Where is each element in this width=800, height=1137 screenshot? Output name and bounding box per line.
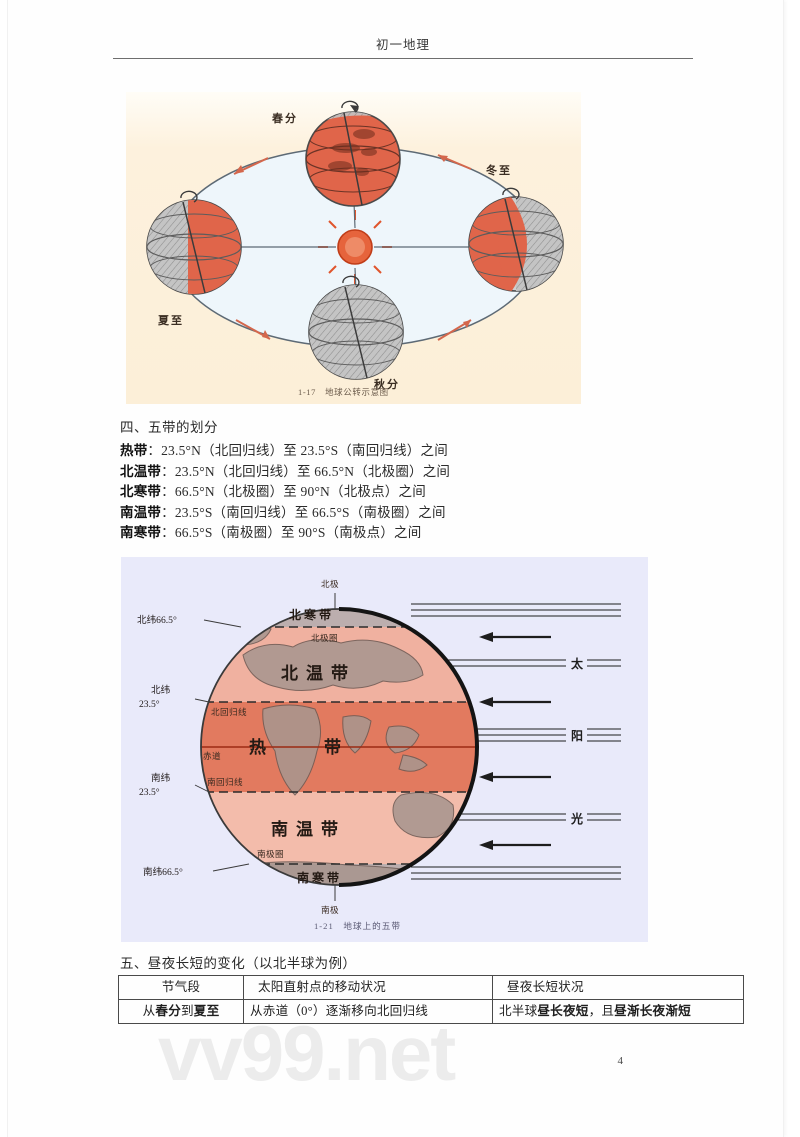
label-north-pole: 北极: [321, 578, 339, 589]
cell-period-bold-b: 夏至: [193, 1004, 220, 1018]
zone-row-south-temperate: 南温带：23.5°S（南回归线）至 66.5°S（南极圈）之间: [120, 504, 446, 520]
latitude-south-23-5-value: 23.5°: [139, 787, 160, 798]
label-winter-solstice: 冬至: [486, 163, 512, 177]
cell-dn-bold-a: 昼长夜短: [537, 1004, 589, 1018]
zone-row-north-temperate: 北温带：23.5°N（北回归线）至 66.5°N（北极圈）之间: [120, 463, 451, 479]
table-header-sun-movement: 太阳直射点的移动状况: [243, 975, 493, 1000]
globe-summer-solstice: 夏至: [146, 190, 242, 327]
label-arctic-circle: 北极圈: [311, 632, 338, 643]
zone-name-south-frigid: 南寒带: [120, 525, 162, 540]
figure1-caption-number: 1-17 地球公转示意图: [298, 387, 389, 397]
sunlight-char-guang: 光: [570, 811, 583, 826]
section-four-heading: 四、五带的划分: [120, 420, 218, 435]
zone-desc-south-temperate: 23.5°S（南回归线）至 66.5°S（南极圈）之间: [174, 504, 446, 520]
cell-period-prefix: 从: [142, 1004, 156, 1018]
globe-winter-solstice: 冬至: [468, 163, 564, 292]
zone-row-north-frigid: 北寒带：66.5°N（北极圈）至 90°N（北极点）之间: [120, 484, 426, 499]
zone-name-north-temperate: 北温带: [120, 463, 162, 479]
figure2-caption: 1-21 地球上的五带: [314, 920, 401, 931]
cell-period-mid: 到: [181, 1004, 194, 1018]
zone-label-south-temperate: 南温带: [271, 819, 346, 839]
running-head-title: 初一地理: [375, 38, 430, 52]
zone-name-north-frigid: 北寒带: [120, 484, 162, 499]
table-row: 从春分到夏至 从赤道（0°）逐渐移向北回归线 北半球昼长夜短，且昼渐长夜渐短: [118, 999, 744, 1024]
latitude-north-23-5-value: 23.5°: [139, 699, 160, 710]
cell-sun-movement: 从赤道（0°）逐渐移向北回归线: [243, 999, 493, 1024]
sunlight-rays: [411, 603, 621, 880]
label-antarctic-circle: 南极圈: [257, 848, 284, 859]
zone-desc-north-temperate: 23.5°N（北回归线）至 66.5°N（北极圈）之间: [174, 463, 451, 479]
section-five-heading: 五、昼夜长短的变化（以北半球为例）: [120, 956, 357, 971]
cell-period-bold-a: 春分: [155, 1004, 181, 1018]
sunlight-char-tai: 太: [571, 656, 584, 671]
label-tropic-of-capricorn: 南回归线: [207, 776, 243, 787]
sunlight-char-yang: 阳: [571, 728, 583, 743]
page-number: 4: [617, 1055, 624, 1067]
header-divider: [113, 58, 693, 59]
page-header: 初一地理: [113, 34, 693, 59]
zone-desc-south-frigid: 66.5°S（南极圈）至 90°S（南极点）之间: [174, 525, 422, 540]
continents: [215, 625, 455, 885]
zone-label-north-frigid: 北寒带: [289, 607, 334, 622]
document-page: 初一地理: [8, 0, 783, 1137]
label-autumn-equinox: 秋分: [374, 377, 400, 391]
zone-row-south-frigid: 南寒带：66.5°S（南极圈）至 90°S（南极点）之间: [120, 525, 422, 540]
latitude-south-66-5: 南纬66.5°: [143, 866, 183, 878]
orbit-direction-arrows: [233, 154, 472, 341]
zone-name-south-temperate: 南温带: [120, 504, 162, 520]
label-spring-equinox: 春分: [272, 111, 298, 125]
cell-dn-bold-b: 昼渐长夜渐短: [614, 1004, 691, 1018]
table-header-day-night: 昼夜长短状况: [492, 975, 744, 1000]
table-header-row: 节气段 太阳直射点的移动状况 昼夜长短状况: [118, 975, 744, 1000]
latitude-south-23-5-label: 南纬: [151, 772, 171, 784]
globe-autumn-equinox: 秋分: [308, 275, 404, 391]
label-south-pole: 南极: [321, 904, 339, 915]
cell-day-night: 北半球昼长夜短，且昼渐长夜渐短: [492, 999, 744, 1024]
zone-label-north-temperate: 北温带: [281, 663, 356, 683]
latitude-callouts: 北纬66.5° 北纬 23.5° 南纬 23.5° 南纬66.5°: [137, 614, 250, 878]
zone-label-south-frigid: 南寒带: [297, 870, 342, 885]
zone-desc-north-frigid: 66.5°N（北极圈）至 90°N（北极点）之间: [174, 484, 426, 499]
figure-earth-revolution: 春分 夏至: [126, 92, 581, 404]
globe-spring-equinox: 春分: [272, 100, 401, 207]
zone-label-torrid: 热 带: [249, 737, 349, 757]
zone-name-torrid: 热带: [120, 443, 148, 458]
cell-dn-mid: ，且: [588, 1004, 615, 1018]
latitude-north-66-5: 北纬66.5°: [137, 614, 177, 626]
latitude-north-23-5-label: 北纬: [151, 684, 171, 696]
day-night-variation-table: 节气段 太阳直射点的移动状况 昼夜长短状况 从春分到夏至 从赤道（0°）逐渐移向…: [118, 975, 744, 1024]
table-header-period: 节气段: [118, 975, 244, 1000]
label-summer-solstice: 夏至: [158, 314, 184, 327]
zone-row-torrid: 热带：23.5°N（北回归线）至 23.5°S（南回归线）之间: [120, 443, 448, 458]
label-tropic-of-cancer: 北回归线: [211, 706, 247, 717]
sunlight-direction-arrows: [479, 632, 551, 850]
section-five-zones-division: 四、五带的划分 热带：23.5°N（北回归线）至 23.5°S（南回归线）之间 …: [120, 416, 680, 544]
figure-earth-five-zones: 太 阳 光: [121, 557, 648, 942]
zone-desc-torrid: 23.5°N（北回归线）至 23.5°S（南回归线）之间: [161, 443, 448, 458]
label-equator: 赤道: [203, 750, 221, 761]
cell-dn-prefix: 北半球: [499, 1004, 538, 1018]
cell-period: 从春分到夏至: [118, 999, 244, 1024]
